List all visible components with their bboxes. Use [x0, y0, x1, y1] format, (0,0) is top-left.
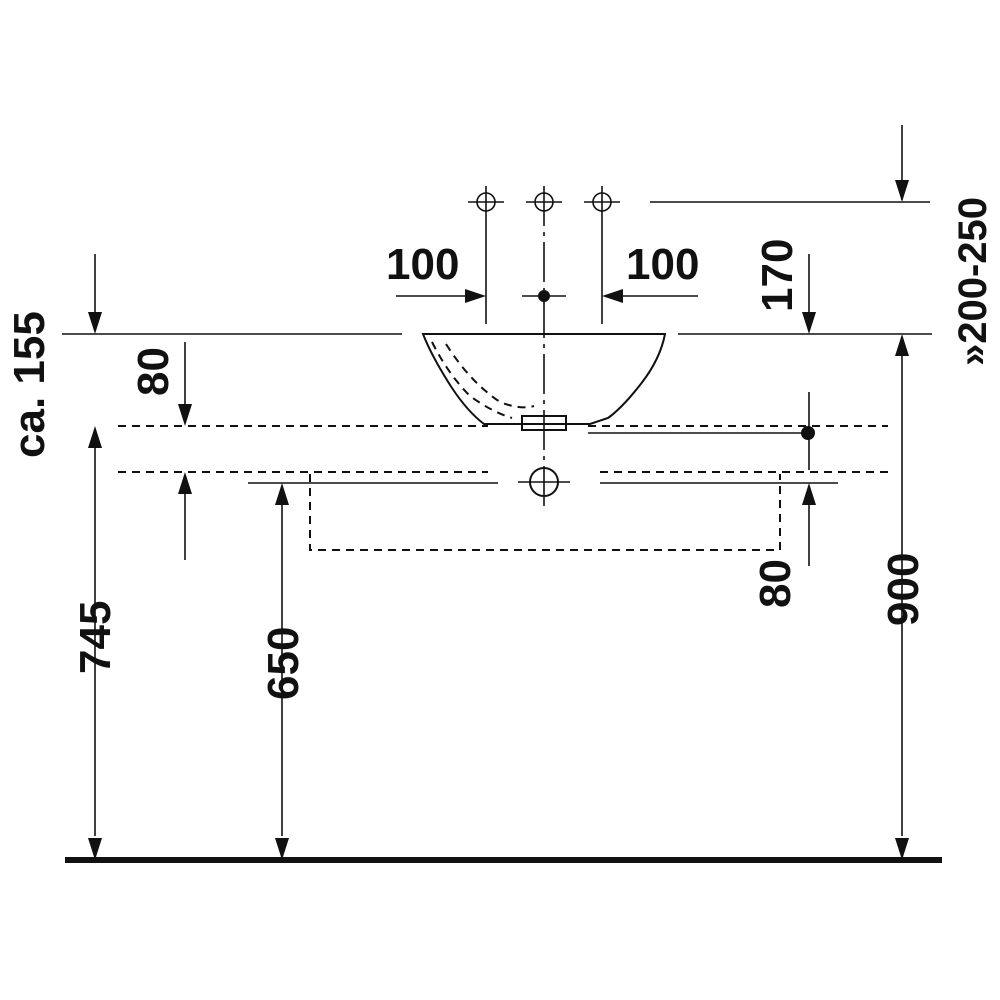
- tap-hole-left: [468, 186, 504, 324]
- trap-arrow-top: [275, 483, 289, 505]
- counter-height-arrow-bottom: [88, 838, 102, 860]
- tap-hole-right: [584, 186, 620, 324]
- trap-arrow-bottom: [275, 838, 289, 860]
- spacing-arrow-right: [602, 289, 623, 303]
- bowl-height-arrow-top: [88, 312, 102, 334]
- spacing-arrow-left: [465, 289, 486, 303]
- tap-axis-dot: [538, 290, 550, 302]
- label-overflow-offset: 80: [129, 347, 178, 396]
- range-arrow: [895, 180, 909, 202]
- label-waste-offset: 80: [751, 559, 800, 608]
- vanity-outline: [309, 474, 781, 551]
- overflow-arrow-top: [178, 404, 192, 426]
- waste-offset-arrow: [802, 483, 816, 505]
- label-tap-height: 900: [879, 553, 928, 626]
- tap-hole-center: [526, 186, 562, 512]
- tap-height-arrow-top: [895, 334, 909, 356]
- label-top-height: 170: [753, 239, 802, 312]
- label-left-spacing: 100: [386, 240, 459, 289]
- overflow-arrow-bottom: [178, 472, 192, 494]
- tap-height-arrow-bottom: [895, 838, 909, 860]
- label-counter-height: 745: [71, 601, 120, 674]
- label-bowl-height: ca. 155: [5, 311, 54, 458]
- basin-bowl: [421, 333, 667, 431]
- label-trap-height: 650: [259, 627, 308, 700]
- label-right-spacing: 100: [626, 240, 699, 289]
- counter-height-arrow-top: [88, 426, 102, 448]
- top-height-arrow: [802, 312, 816, 334]
- waste-outlet: [518, 467, 570, 497]
- overflow-dot: [801, 426, 815, 440]
- label-range: »200-250: [951, 197, 995, 366]
